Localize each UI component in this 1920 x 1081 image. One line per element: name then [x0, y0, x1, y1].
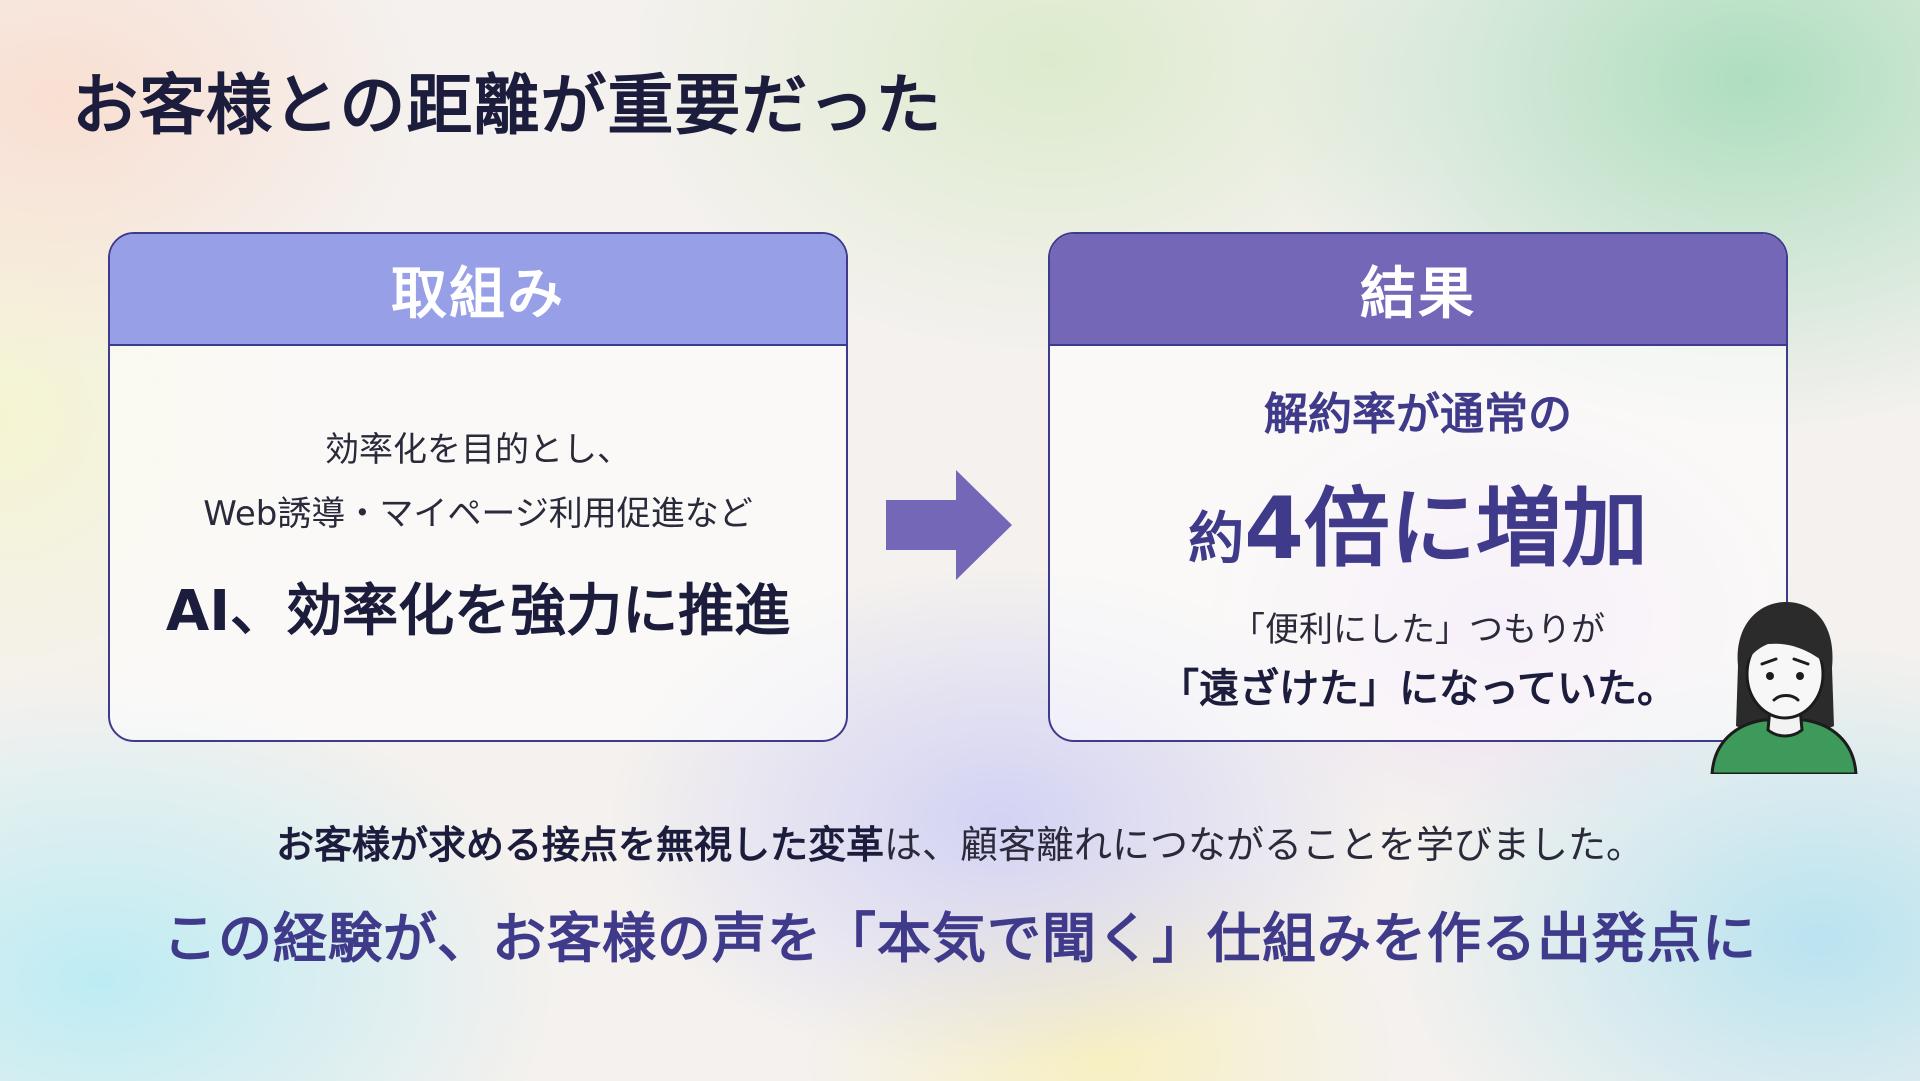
- worried-woman-icon: [1710, 602, 1858, 774]
- page-title: お客様との距離が重要だった: [72, 67, 943, 144]
- result-headline: 約4倍に増加: [1050, 458, 1786, 583]
- initiative-card: 取組み 効率化を目的とし、 Web誘導・マイページ利用促進など AI、効率化を強…: [108, 232, 848, 742]
- summary-bold: お客様が求める接点を無視した変革: [275, 823, 884, 867]
- initiative-body: 効率化を目的とし、 Web誘導・マイページ利用促進など AI、効率化を強力に推進: [110, 346, 846, 740]
- result-line-4: 「遠ざけた」になっていた。: [1159, 666, 1677, 712]
- summary-sentence: お客様が求める接点を無視した変革は、顧客離れにつながることを学びました。: [0, 814, 1920, 869]
- result-headline-number: 4倍に増加: [1244, 479, 1648, 579]
- conclusion: この経験が、お客様の声を「本気で聞く」仕組みを作る出発点に: [163, 907, 1757, 970]
- result-body: 解約率が通常の 約4倍に増加 「便利にした」つもりが 「遠ざけた」になっていた。: [1050, 346, 1786, 740]
- initiative-line-2: Web誘導・マイページ利用促進など: [203, 494, 753, 534]
- summary-rest: は、顧客離れにつながることを学びました。: [884, 823, 1645, 867]
- initiative-header: 取組み: [110, 234, 846, 346]
- result-line-3: 「便利にした」つもりが: [1231, 610, 1605, 650]
- initiative-emphasis: AI、効率化を強力に推進: [165, 579, 791, 644]
- result-line-1: 解約率が通常の: [1264, 389, 1572, 440]
- result-header: 結果: [1050, 234, 1786, 346]
- initiative-line-1: 効率化を目的とし、: [325, 430, 631, 470]
- result-headline-prefix: 約: [1188, 507, 1245, 572]
- right-arrow-icon: [886, 470, 1012, 580]
- result-card: 結果 解約率が通常の 約4倍に増加 「便利にした」つもりが 「遠ざけた」になって…: [1048, 232, 1788, 742]
